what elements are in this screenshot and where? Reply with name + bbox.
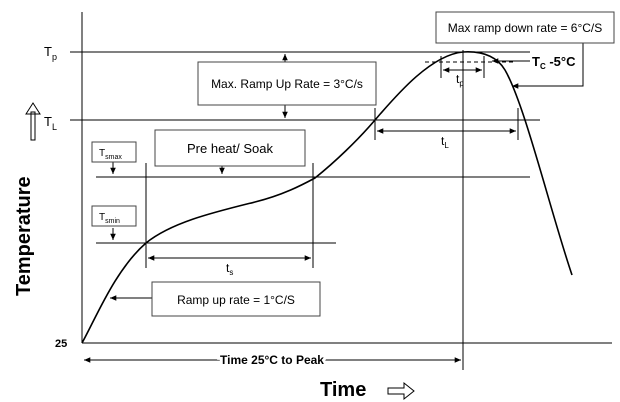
tsmin-box [91,205,137,227]
tp-time-label: tp [456,72,464,88]
time-to-peak-label: Time 25°C to Peak [220,353,324,367]
tsmax-label: Tsmax [99,148,122,161]
tl-time-label: tL [441,134,449,150]
tsmin-label: Tsmin [99,212,120,225]
ramp-down-pointer-arrow [511,42,584,89]
ramp-up-rate-box [151,281,321,317]
ramp-down-rate-box [435,11,615,44]
tp-axis-label: Tp [44,44,57,62]
start-temp-label: 25 [55,338,67,350]
preheat-soak-box [154,129,306,167]
ts-label: ts [226,261,233,277]
up-arrow-icon [25,102,41,141]
tsmax-box [91,141,137,163]
right-arrow-icon [387,381,415,401]
x-axis-title: Time [320,379,366,401]
ramp-up-max-box [197,61,377,106]
ramp-down-rate-label: Max ramp down rate = 6°C/S [448,21,603,35]
y-axis-title: Temperature [13,176,35,296]
reflow-profile-curve [81,51,573,344]
preheat-soak-label: Pre heat/ Soak [187,141,273,156]
ramp-up-max-label: Max. Ramp Up Rate = 3°C/s [211,77,363,91]
tc-label: TC -5°C [532,54,576,71]
tl-axis-label: TL [44,114,57,132]
ramp-up-rate-label: Ramp up rate = 1°C/S [177,293,295,307]
